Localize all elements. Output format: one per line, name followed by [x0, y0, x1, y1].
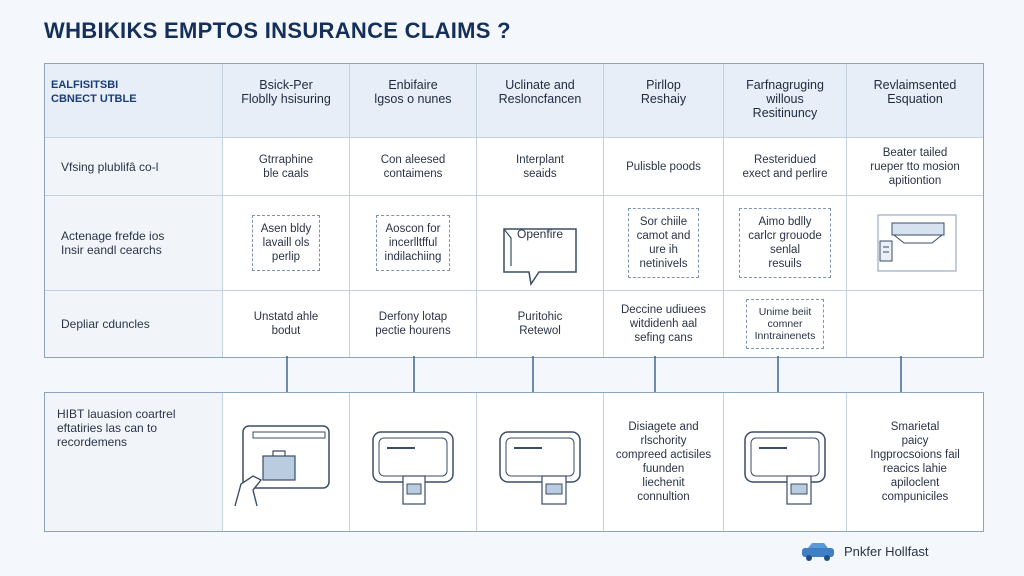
dashed-note: Sor chiile camot and ure ih netinivels [627, 208, 700, 278]
dashed-note: Aimo bdlly carlcr grouode senlal resuils [739, 208, 831, 278]
document-form-icon [744, 431, 826, 505]
document-stack-icon [877, 214, 957, 272]
table-cell: Pulisble poods [604, 138, 724, 196]
table-cell: Con aleesed contaimens [350, 138, 477, 196]
dashed-note: Aoscon for incerlltfful indilachiing [375, 215, 451, 271]
column-header-6: Revlaimsented Esquation [847, 64, 983, 138]
recommendations-table: HIBT lauasion coartrel eftatiries las ca… [44, 392, 984, 532]
speech-bubble-text: Openfire [517, 227, 564, 241]
row-label-3: Depliar cduncles [45, 291, 223, 357]
comparison-table: EALFISITSBI CBNECT UTBLE Bsick-Per Flobl… [44, 63, 984, 358]
table-cell: Beater tailed rueper tto mosion apitiont… [847, 138, 983, 196]
document-form-icon [372, 431, 454, 505]
table-cell: Gtrraphine ble caals [223, 138, 350, 196]
table-corner-header: EALFISITSBI CBNECT UTBLE [45, 64, 223, 138]
table-cell: Asen bldy lavaill ols perlip [223, 196, 350, 291]
table-cell [724, 393, 847, 531]
table-cell [847, 196, 983, 291]
table-cell: Sor chiile camot and ure ih netinivels [604, 196, 724, 291]
table-cell: Smarietal paicy Ingprocsoions fail reaci… [870, 421, 960, 503]
column-header-4: Pirllop Reshaiy [604, 64, 724, 138]
table-cell: Puritohic Retewol [477, 291, 604, 357]
table-cell: Interplant seaids [477, 138, 604, 196]
document-form-icon [499, 431, 581, 505]
speech-bubble-icon [503, 228, 577, 286]
page-title: WHBIKIKS EMPTOS INSURANCE CLAIMS ? [44, 18, 511, 43]
table-cell [477, 393, 604, 531]
table-cell: Unstatd ahle bodut [223, 291, 350, 357]
table-cell: Aoscon for incerlltfful indilachiing [350, 196, 477, 291]
speech-bubble: Openfire [501, 212, 579, 286]
row-label-2: Actenage frefde ios Insir eandl cearchs [45, 196, 223, 291]
table-cell: Resteridued exect and perlire [724, 138, 847, 196]
column-header-3: Uclinate and Resloncfancen [477, 64, 604, 138]
column-header-2: Enbifaire lgsos o nunes [350, 64, 477, 138]
table-cell: Openfire [477, 196, 604, 291]
dashed-note: Unime beiit comner Inntrainenets [745, 299, 825, 349]
lower-row-label: HIBT lauasion coartrel eftatiries las ca… [45, 393, 223, 531]
table-cell [847, 291, 983, 357]
table-cell: Unime beiit comner Inntrainenets [724, 291, 847, 357]
table-cell: Aimo bdlly carlcr grouode senlal resuils [724, 196, 847, 291]
row-label-1: Vfsing plublifâ co-l [45, 138, 223, 196]
table-cell: Deccine udiuees witdidenh aal sefing can… [604, 291, 724, 357]
briefcase-hand-icon [234, 425, 330, 507]
footer-brand: Pnkfer Hollfast [800, 540, 929, 562]
column-header-5: Farfnagruging willous Resitinuncy [724, 64, 847, 138]
table-cell: Disiagete and rlschority compreed actisi… [604, 393, 724, 531]
dashed-note: Asen bldy lavaill ols perlip [251, 215, 321, 271]
car-logo-icon [802, 543, 834, 561]
footer-brand-name: Pnkfer Hollfast [844, 543, 929, 559]
table-cell [350, 393, 477, 531]
table-cell [223, 393, 350, 531]
table-cell: Derfony lotap pectie hourens [350, 291, 477, 357]
column-header-1: Bsick-Per Floblly hsisuring [223, 64, 350, 138]
